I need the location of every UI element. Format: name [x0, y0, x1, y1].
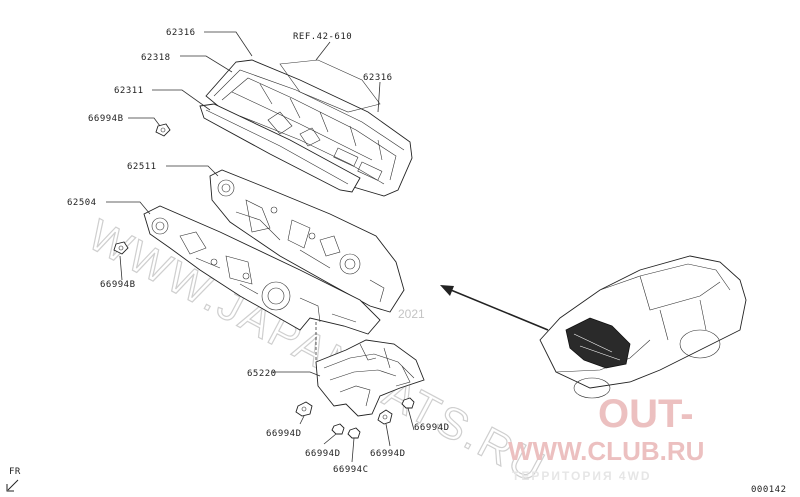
watermark-club-line2: WWW.CLUB.RU — [508, 436, 704, 466]
watermark-club-line3: ТЕРРИТОРИЯ 4WD — [512, 469, 652, 483]
watermark-club: OUT- WWW.CLUB.RU ТЕРРИТОРИЯ 4WD — [508, 392, 704, 483]
front-direction-arrow-icon — [6, 479, 19, 492]
nut-66994D-d — [401, 397, 415, 409]
nut-66994D-b — [331, 423, 345, 435]
callout-ref: REF.42-610 — [293, 32, 352, 42]
clip-66994B-left — [113, 241, 129, 255]
part-dash-insulator-62511 — [209, 169, 405, 313]
callout-labels: 62316 REF.42-610 62318 62316 62311 66994… — [67, 28, 450, 475]
vehicle-illustration — [539, 255, 747, 399]
clip-66994C — [347, 427, 361, 439]
callout-62316-right: 62316 — [363, 73, 393, 83]
watermark-club-line1: OUT- — [598, 392, 694, 436]
callout-66994D-b: 66994D — [305, 449, 341, 459]
callout-62316-top: 62316 — [166, 28, 196, 38]
callout-65220: 65220 — [247, 369, 277, 379]
part-heat-protector-65220 — [315, 339, 425, 417]
nut-66994D-c — [377, 409, 393, 425]
watermark-year: 2021 — [398, 307, 425, 321]
callout-62318: 62318 — [141, 53, 171, 63]
callout-66994B-top: 66994B — [88, 114, 124, 124]
callout-66994B-left: 66994B — [100, 280, 136, 290]
callout-66994C: 66994C — [333, 465, 369, 475]
part-cowl-top-62318 — [205, 59, 413, 197]
front-label: FR — [9, 467, 21, 477]
leader-lines — [106, 31, 415, 463]
front-direction-indicator: FR — [6, 467, 21, 492]
callout-66994D-c: 66994D — [370, 449, 406, 459]
callout-66994D-a: 66994D — [266, 429, 302, 439]
callout-66994D-d: 66994D — [414, 423, 450, 433]
nut-66994D-a — [295, 401, 313, 417]
callout-62511: 62511 — [127, 162, 157, 172]
location-arrow-icon — [440, 285, 549, 331]
part-outer-insulator-62504 — [143, 205, 381, 335]
windshield-ref-outline — [279, 59, 381, 113]
callout-62311: 62311 — [114, 86, 144, 96]
part-weatherstrip-62311 — [199, 103, 361, 193]
clip-66994B-top — [155, 123, 171, 137]
callout-62504: 62504 — [67, 198, 97, 208]
diagram-code: 000142 — [751, 485, 787, 495]
